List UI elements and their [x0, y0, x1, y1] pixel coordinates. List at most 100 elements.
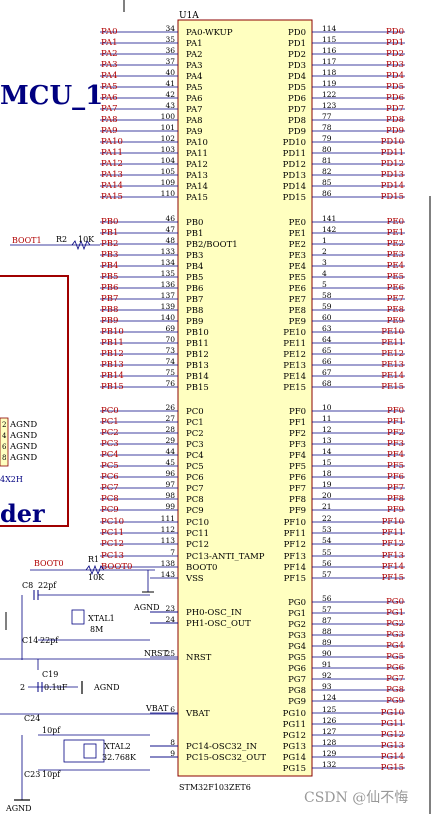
c19-value: 0.1uF: [44, 683, 68, 692]
net-label-pa4: PA4: [101, 71, 118, 81]
pin-number-pd10: 79: [322, 134, 332, 143]
pin-name-pe11: PE11: [283, 339, 306, 349]
net-label-pc3: PC3: [101, 439, 119, 449]
pin-name-pa2: PA2: [186, 50, 203, 60]
net-label-pa6: PA6: [101, 93, 118, 103]
net-label-pd12: PD12: [381, 159, 404, 169]
net-label-pc13-anti-tamp: PC13: [101, 551, 124, 561]
pin-number-pe8: 59: [322, 302, 332, 311]
c23-ref: C23: [24, 770, 40, 779]
pin-name-pc8: PC8: [186, 495, 204, 505]
net-label-pc7: PC7: [101, 483, 119, 493]
pin-name-pc10: PC10: [186, 518, 209, 528]
pin-number-pe6: 5: [322, 280, 327, 289]
pin-number-pb0: 46: [165, 214, 175, 223]
pin-number-pc5: 45: [165, 458, 175, 467]
pin-number-pf9: 21: [322, 502, 332, 511]
pin-name-pd9: PD9: [288, 127, 306, 137]
pin-name-pc13-anti-tamp: PC13-ANTI_TAMP: [186, 552, 265, 562]
pin-name-pe4: PE4: [289, 262, 306, 272]
net-label-pe7: PE7: [387, 294, 404, 304]
agnd-pin-number: 4: [2, 432, 7, 440]
net-label-pf3: PF3: [387, 439, 404, 449]
pin-number-pd6: 122: [322, 90, 337, 99]
net-label-pg9: PG9: [386, 696, 404, 706]
pin-number-pd2: 116: [322, 46, 337, 55]
net-label-pd11: PD11: [381, 148, 404, 158]
net-label-pa12: PA12: [101, 159, 123, 169]
net-label-pg3: PG3: [386, 630, 404, 640]
net-label-pf5: PF5: [387, 461, 404, 471]
pin-name-pd14: PD14: [283, 182, 306, 192]
pin-name-pb14: PB14: [186, 372, 209, 382]
pin-name-pg10: PG10: [283, 709, 306, 719]
pin-number-pb10: 69: [165, 324, 175, 333]
net-label-pd1: PD1: [386, 38, 404, 48]
pin-name-pd11: PD11: [283, 149, 306, 159]
chip-body: [177, 19, 313, 777]
net-label-pg14: PG14: [381, 752, 404, 762]
pin-name-pb5: PB5: [186, 273, 203, 283]
net-label-pf4: PF4: [387, 450, 404, 460]
pin-name-ph0-osc-in: PH0-OSC_IN: [186, 608, 242, 618]
pin-name-pd7: PD7: [288, 105, 306, 115]
net-label-pe0: PE0: [387, 217, 404, 227]
pin-name-pc14-osc32-in: PC14-OSC32_IN: [186, 742, 258, 752]
pin-number-pa3: 37: [165, 57, 175, 66]
pin-name-pb0: PB0: [186, 218, 203, 228]
net-label-pd8: PD8: [386, 115, 404, 125]
pin-name-pf9: PF9: [289, 506, 306, 516]
pin-number-pg12: 127: [322, 727, 337, 736]
net-label-pf0: PF0: [387, 406, 404, 416]
net-label-pc0: PC0: [101, 406, 119, 416]
pin-number-pf0: 10: [322, 403, 332, 412]
r1-resistor: [85, 564, 105, 576]
pin-number-pf12: 54: [322, 536, 332, 545]
pin-number-pd13: 82: [322, 167, 332, 176]
pin-name-pg13: PG13: [283, 742, 306, 752]
pin-number-pg6: 91: [322, 660, 332, 669]
net-label-pg8: PG8: [386, 685, 404, 695]
pin-name-pa7: PA7: [186, 105, 203, 115]
pin-name-pf14: PF14: [284, 563, 306, 573]
pin-name-pc4: PC4: [186, 451, 204, 461]
net-label-pf12: PF12: [382, 539, 404, 549]
pin-name-pb10: PB10: [186, 328, 209, 338]
pin-number-pf7: 19: [322, 480, 332, 489]
pin-name-pg3: PG3: [288, 631, 306, 641]
pin-number-pb12: 73: [165, 346, 175, 355]
pin-number-pd3: 117: [322, 57, 337, 66]
net-label-pa0-wkup: PA0: [101, 27, 118, 37]
net-label-pb12: PB12: [101, 349, 124, 359]
pin-number-pc3: 29: [165, 436, 175, 445]
net-label-pa11: PA11: [101, 148, 123, 158]
pin-name-pa13: PA13: [186, 171, 208, 181]
pin-number-pg2: 87: [322, 616, 332, 625]
pin-name-pd5: PD5: [288, 83, 306, 93]
pin-number-pg8: 93: [322, 682, 332, 691]
net-label-pa9: PA9: [101, 126, 118, 136]
pin-name-pb2-boot1: PB2/BOOT1: [186, 240, 238, 250]
net-label-pe14: PE14: [381, 371, 404, 381]
net-label-pf15: PF15: [382, 573, 404, 583]
c14-ref: C14: [22, 636, 38, 645]
pin-name-pf0: PF0: [289, 407, 306, 417]
pin-name-pf8: PF8: [289, 495, 306, 505]
pin-number-pa0-wkup: 34: [165, 24, 175, 33]
net-label-pd9: PD9: [386, 126, 404, 136]
pin-name-pb6: PB6: [186, 284, 203, 294]
pin-name-pe13: PE13: [283, 361, 306, 371]
net-label-pd6: PD6: [386, 93, 404, 103]
pin-name-pf6: PF6: [289, 473, 306, 483]
net-label-pb9: PB9: [101, 316, 118, 326]
pin-number-pc7: 97: [165, 480, 175, 489]
pin-number-pd1: 115: [322, 35, 337, 44]
net-label-pb3: PB3: [101, 250, 118, 260]
pin-number-vss: 143: [161, 570, 176, 579]
net-label-pf7: PF7: [387, 483, 404, 493]
net-label-pe6: PE6: [387, 283, 404, 293]
pin-number-pa1: 35: [165, 35, 175, 44]
pin-number-pb14: 75: [165, 368, 175, 377]
pin-number-pa2: 36: [165, 46, 175, 55]
